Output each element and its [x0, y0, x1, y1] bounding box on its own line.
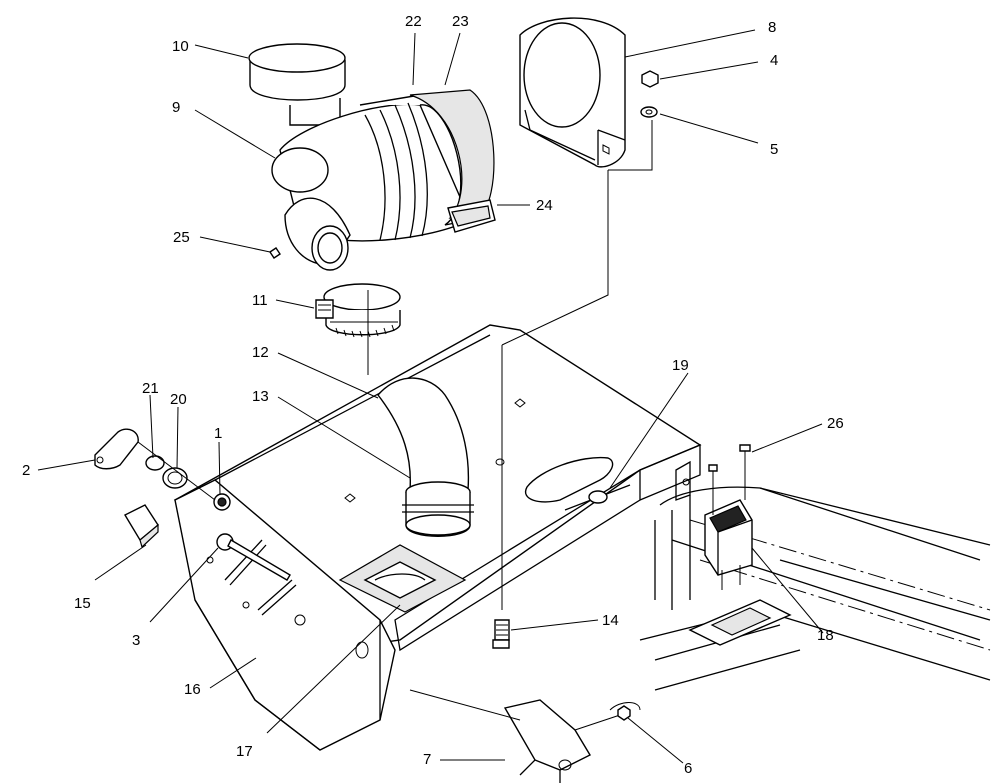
callout-8: 8	[768, 19, 776, 36]
callout-14: 14	[602, 612, 619, 629]
callout-11: 11	[252, 292, 268, 309]
leader-lines	[37, 29, 824, 764]
callout-5: 5	[770, 141, 778, 158]
callout-17: 17	[236, 743, 253, 760]
callout-20: 20	[170, 391, 187, 408]
switch-assembly	[688, 444, 792, 646]
callout-25: 25	[173, 229, 190, 246]
hardware-nut-washer	[640, 70, 659, 118]
callout-labels: 10 22 23 8 4 5 9 24 25 11 12 13 21 20 1 …	[22, 13, 844, 777]
callout-19: 19	[672, 357, 689, 374]
callout-6: 6	[684, 760, 692, 777]
callout-7: 7	[423, 751, 431, 768]
lower-bracket-nut	[409, 689, 641, 783]
callout-24: 24	[536, 197, 553, 214]
callout-3: 3	[132, 632, 140, 649]
callout-2: 2	[22, 462, 30, 479]
callout-16: 16	[184, 681, 201, 698]
frame-phantom-lines	[639, 486, 991, 691]
callout-1: 1	[214, 425, 222, 442]
callout-4: 4	[770, 52, 778, 69]
hose-clamp	[315, 283, 401, 338]
callout-15: 15	[74, 595, 91, 612]
fuel-cap-group	[94, 428, 231, 511]
callout-10: 10	[172, 38, 189, 55]
callout-21: 21	[142, 380, 159, 397]
mounting-bracket	[519, 17, 626, 168]
callout-22: 22	[405, 13, 422, 30]
callout-9: 9	[172, 99, 180, 116]
bolt-and-guides	[367, 120, 653, 649]
callout-23: 23	[452, 13, 469, 30]
callout-12: 12	[252, 344, 269, 361]
rubber-bumper-screw	[124, 504, 291, 581]
intake-elbow-hose	[377, 377, 474, 537]
callout-13: 13	[252, 388, 269, 405]
air-cleaner-assembly	[248, 43, 496, 271]
callout-26: 26	[827, 415, 844, 432]
callout-18: 18	[817, 627, 834, 644]
